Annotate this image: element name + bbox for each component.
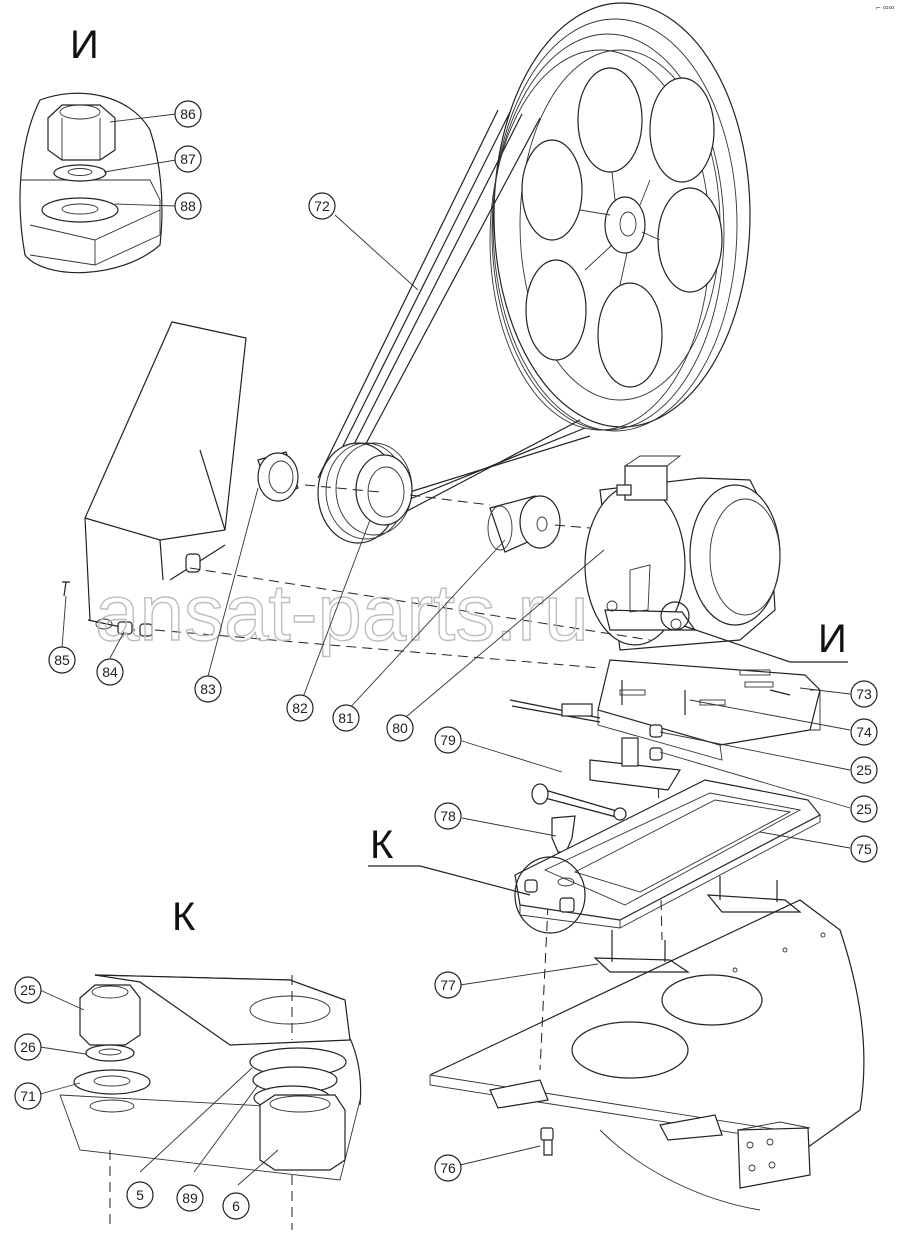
adjust-screw-79 xyxy=(509,699,681,821)
bolt-84 xyxy=(87,618,153,637)
callout-81: 81 xyxy=(332,704,360,732)
detail-k-view: К xyxy=(59,895,362,1230)
svg-text:25: 25 xyxy=(856,762,872,778)
callout-k26: 26 xyxy=(14,1033,42,1061)
svg-text:83: 83 xyxy=(200,681,216,697)
pin-85 xyxy=(62,581,70,597)
callout-78: 78 xyxy=(434,802,462,830)
svg-text:81: 81 xyxy=(338,710,354,726)
callout-k71: 71 xyxy=(14,1082,42,1110)
svg-text:5: 5 xyxy=(136,1187,144,1203)
callout-86: 86 xyxy=(174,100,202,128)
taper-bush-81 xyxy=(487,495,561,553)
svg-text:80: 80 xyxy=(392,720,408,736)
main-frame xyxy=(429,899,865,1211)
motor-base-plate xyxy=(597,659,821,761)
callout-25-lower: 25 xyxy=(850,795,878,823)
callout-87: 87 xyxy=(174,145,202,173)
callout-84: 84 xyxy=(96,658,124,686)
svg-text:87: 87 xyxy=(180,151,196,167)
callout-79: 79 xyxy=(434,726,462,754)
main-view-k-label: К xyxy=(370,823,394,867)
svg-text:73: 73 xyxy=(856,686,872,702)
detail-i-label: И xyxy=(70,23,99,67)
callout-77: 77 xyxy=(434,971,462,999)
svg-text:25: 25 xyxy=(20,982,36,998)
main-view-i-label: И xyxy=(818,617,847,661)
svg-text:76: 76 xyxy=(440,1160,456,1176)
driven-pulley xyxy=(489,2,751,432)
callout-82: 82 xyxy=(286,694,314,722)
svg-text:74: 74 xyxy=(856,724,872,740)
callout-k6: 6 xyxy=(222,1192,250,1220)
svg-text:26: 26 xyxy=(20,1039,36,1055)
corner-mark: ⌐ ∞∞ xyxy=(876,3,895,12)
svg-text:77: 77 xyxy=(440,977,456,993)
bushing-83 xyxy=(257,451,299,502)
callout-74: 74 xyxy=(850,718,878,746)
callout-73: 73 xyxy=(850,680,878,708)
watermark: ansat-parts.ru xyxy=(95,568,589,657)
svg-text:89: 89 xyxy=(182,1190,198,1206)
svg-text:85: 85 xyxy=(54,652,70,668)
svg-text:25: 25 xyxy=(856,801,872,817)
callout-80: 80 xyxy=(386,714,414,742)
detail-i-view: И xyxy=(19,23,163,274)
guard-panel xyxy=(84,321,247,621)
svg-text:82: 82 xyxy=(292,700,308,716)
motor-80 xyxy=(584,455,781,651)
svg-text:71: 71 xyxy=(20,1088,36,1104)
slide-frame-75 xyxy=(514,779,821,934)
callout-85: 85 xyxy=(48,646,76,674)
drive-pulley-82 xyxy=(317,442,413,544)
svg-text:75: 75 xyxy=(856,841,872,857)
svg-text:79: 79 xyxy=(440,732,456,748)
callout-83: 83 xyxy=(194,675,222,703)
callout-76: 76 xyxy=(434,1154,462,1182)
detail-k-label: К xyxy=(172,895,196,939)
callout-leaders xyxy=(39,113,851,1186)
callout-k25: 25 xyxy=(14,976,42,1004)
v-belt xyxy=(317,109,591,521)
svg-text:86: 86 xyxy=(180,106,196,122)
callout-k89: 89 xyxy=(176,1184,204,1212)
callout-75: 75 xyxy=(850,835,878,863)
callout-k5: 5 xyxy=(126,1181,154,1209)
callout-72: 72 xyxy=(308,192,336,220)
bolt-76 xyxy=(540,1127,554,1156)
svg-text:88: 88 xyxy=(180,198,196,214)
callout-25-upper: 25 xyxy=(850,756,878,784)
bracket-77 xyxy=(593,876,802,973)
svg-text:72: 72 xyxy=(314,198,330,214)
callout-88: 88 xyxy=(174,192,202,220)
svg-text:78: 78 xyxy=(440,808,456,824)
svg-text:84: 84 xyxy=(102,664,118,680)
svg-text:6: 6 xyxy=(232,1198,240,1214)
